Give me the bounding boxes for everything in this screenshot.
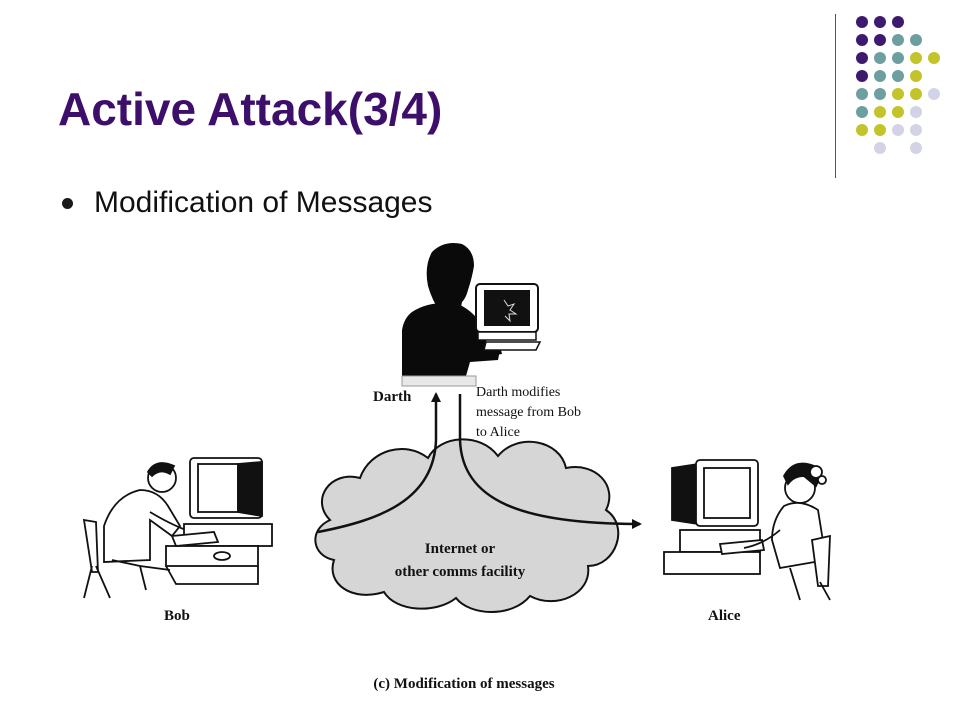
cloud-label-line-2: other comms facility <box>395 564 526 580</box>
bullet-text: Modification of Messages <box>94 186 433 219</box>
bullet-item: Modification of Messages <box>62 186 433 220</box>
alice-figure-icon <box>663 459 831 601</box>
network-cloud-icon <box>314 438 620 613</box>
annotation-line-2: message from Bob <box>476 405 581 420</box>
arrow-bob-to-darth <box>317 392 441 534</box>
annotation-line-1: Darth modifies <box>476 385 560 400</box>
slide-title: Active Attack(3/4) <box>58 83 443 135</box>
bob-figure-icon <box>82 457 273 599</box>
figure-caption: (c) Modification of messages <box>373 676 554 692</box>
title-divider-line <box>835 14 836 178</box>
bob-label: Bob <box>164 608 190 624</box>
alice-label: Alice <box>708 608 741 624</box>
arrow-darth-to-alice <box>458 394 642 529</box>
darth-figure-icon <box>401 243 542 387</box>
cloud-label-line-1: Internet or <box>425 541 496 557</box>
darth-label: Darth <box>373 389 412 405</box>
annotation-line-3: to Alice <box>476 425 520 440</box>
bullet-dot-icon <box>62 197 73 209</box>
